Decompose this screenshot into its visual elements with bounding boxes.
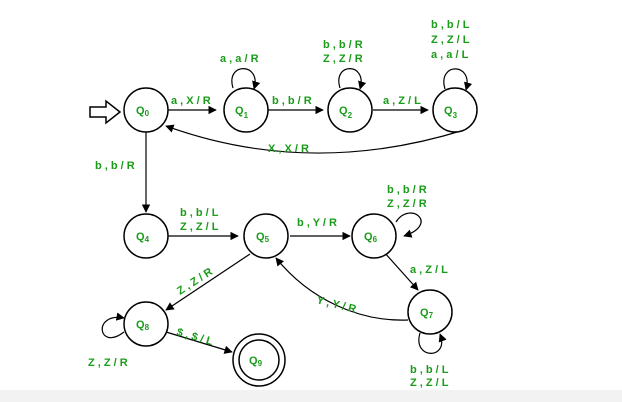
svg-text:Q6: Q6 bbox=[364, 231, 378, 244]
loop-q8 bbox=[101, 312, 125, 339]
svg-text:Q1: Q1 bbox=[235, 105, 249, 120]
state-q4: Q4 bbox=[123, 213, 169, 259]
label-q2-q2-b: Z , Z / R bbox=[323, 53, 363, 65]
edge-q3-q0 bbox=[165, 124, 465, 154]
label-q6-q6-b: Z , Z / R bbox=[387, 198, 427, 210]
svg-text:Q2: Q2 bbox=[339, 105, 353, 120]
edge-q8-q9 bbox=[165, 331, 233, 354]
edge-q7-q5 bbox=[275, 257, 409, 321]
svg-text:Q5: Q5 bbox=[256, 231, 270, 244]
label-q8-q9: $ , $ / L bbox=[175, 326, 214, 348]
state-q6: Q6 bbox=[351, 213, 397, 259]
state-q5: Q5 bbox=[243, 213, 289, 259]
loop-q3 bbox=[443, 68, 473, 91]
state-q3: Q3 bbox=[432, 87, 478, 133]
label-q5-q6: b , Y / R bbox=[297, 217, 337, 229]
edge-q5-q8 bbox=[165, 253, 251, 311]
label-q3-q3-c: a , a / L bbox=[431, 49, 469, 61]
label-q0-q4: b , b / R bbox=[95, 160, 135, 172]
label-q6-q7: a , Z / L bbox=[410, 264, 448, 276]
svg-text:Q9: Q9 bbox=[249, 355, 263, 368]
footer-strip bbox=[0, 390, 622, 402]
label-q8-q8: Z , Z / R bbox=[88, 357, 128, 369]
label-q0-q1: a , X / R bbox=[171, 95, 211, 107]
label-q6-q6-a: b , b / R bbox=[387, 184, 427, 196]
label-q2-q3: a , Z / L bbox=[383, 95, 421, 107]
state-q8: Q8 bbox=[123, 301, 169, 347]
state-q1: Q1 bbox=[223, 87, 269, 133]
label-q3-q0: X , X / R bbox=[268, 143, 309, 155]
state-q0: Q0 bbox=[123, 87, 169, 133]
label-q7-q5: Y , Y / R bbox=[315, 294, 357, 315]
svg-text:Q8: Q8 bbox=[136, 319, 150, 332]
label-q7-q7-a: b , b / L bbox=[410, 364, 449, 376]
label-q1-q1: a , a / R bbox=[220, 53, 259, 65]
svg-text:Q0: Q0 bbox=[136, 105, 150, 118]
loop-q7 bbox=[418, 332, 447, 354]
label-q3-q3-b: Z , Z / L bbox=[431, 34, 470, 46]
loop-q1 bbox=[231, 68, 261, 90]
svg-text:Q7: Q7 bbox=[420, 307, 434, 320]
loop-q6 bbox=[395, 212, 422, 238]
state-q7: Q7 bbox=[407, 289, 453, 335]
label-q4-q5-a: b , b / L bbox=[180, 207, 219, 219]
state-q2: Q2 bbox=[327, 87, 373, 133]
state-q9: Q9 bbox=[232, 333, 286, 387]
start-arrow-icon bbox=[89, 99, 122, 125]
label-q1-q2: b , b / R bbox=[272, 95, 312, 107]
edge-q6-q7 bbox=[383, 251, 419, 291]
label-q4-q5-b: Z , Z / L bbox=[180, 221, 219, 233]
loop-q2 bbox=[338, 68, 367, 90]
label-q3-q3-a: b , b / L bbox=[431, 19, 470, 31]
label-q2-q2-a: b , b / R bbox=[323, 39, 363, 51]
svg-text:Q4: Q4 bbox=[136, 231, 150, 244]
svg-text:Q3: Q3 bbox=[444, 105, 458, 120]
label-q7-q7-b: Z , Z / L bbox=[410, 377, 449, 389]
